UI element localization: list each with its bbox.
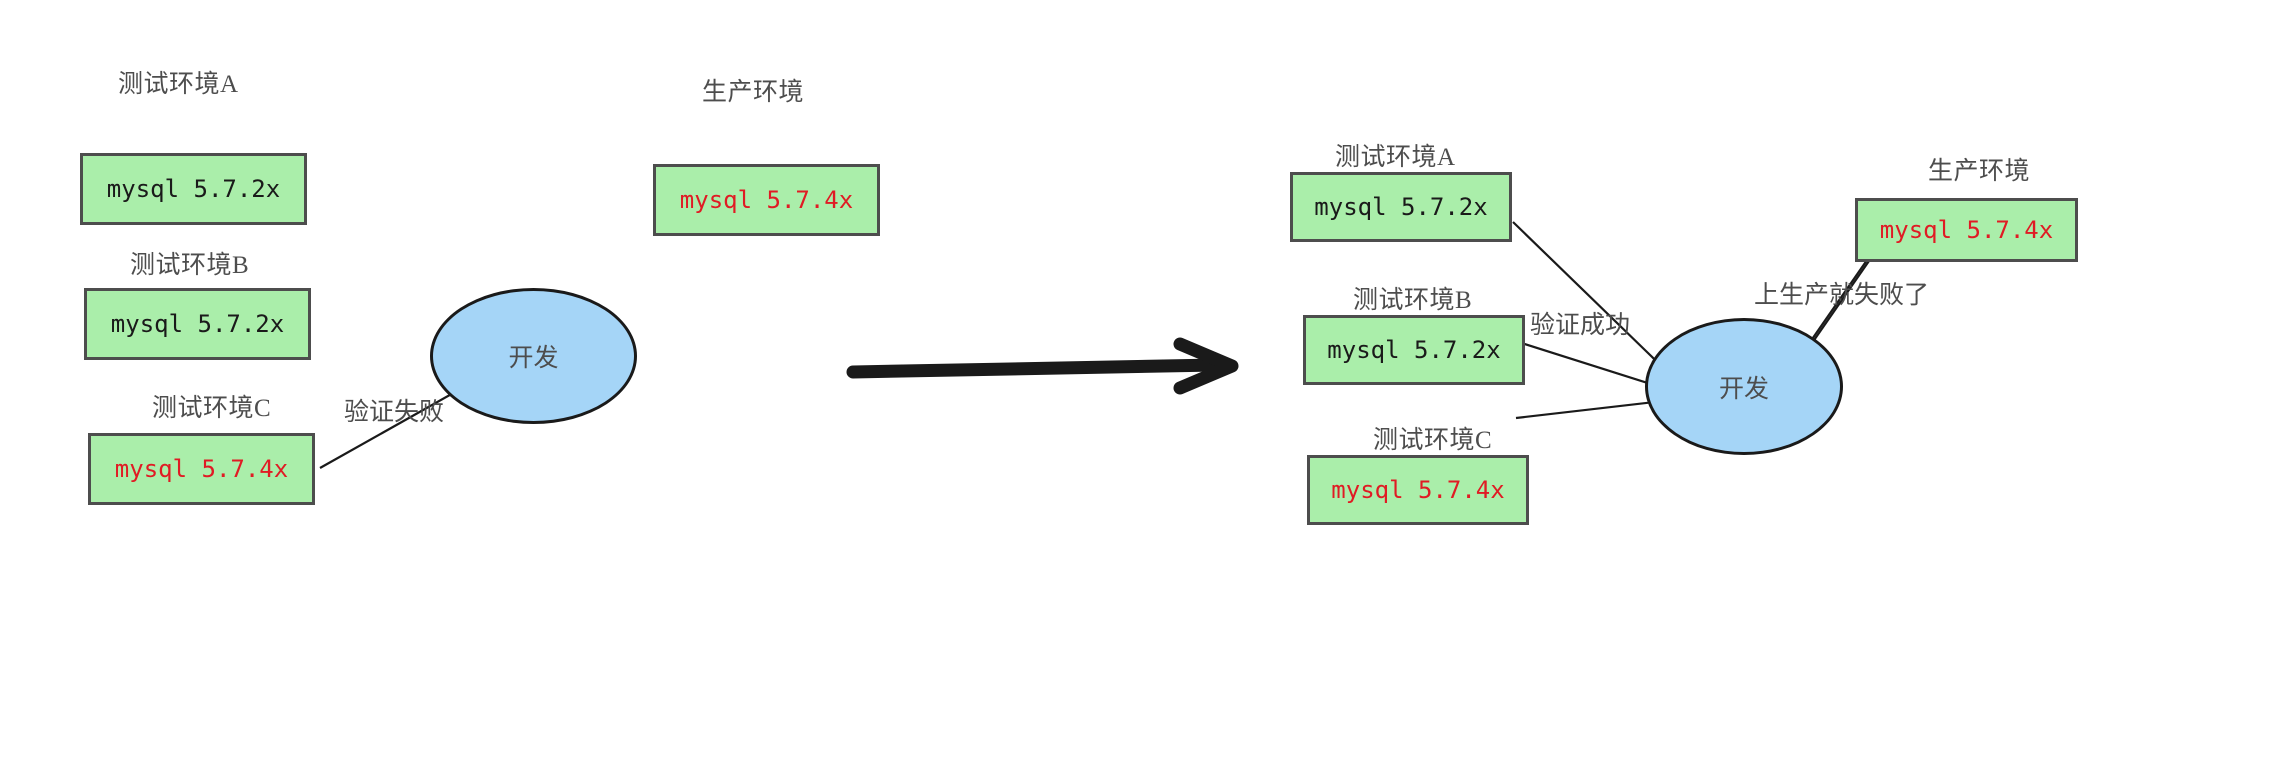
left-env-b-db-box[interactable]: mysql 5.7.2x (84, 288, 311, 360)
right-prod-version: mysql 5.7.4x (1879, 216, 2054, 244)
right-edge-label-prod-fail: 上生产就失败了 (1754, 282, 1930, 309)
left-env-a-label: 测试环境A (118, 71, 239, 98)
left-edge-label-verify-fail: 验证失败 (344, 399, 445, 426)
left-env-a-db-box[interactable]: mysql 5.7.2x (80, 153, 307, 225)
right-env-a-version: mysql 5.7.2x (1314, 193, 1488, 221)
right-edge-label-verify-success: 验证成功 (1530, 312, 1631, 339)
left-dev-node[interactable]: 开发 (430, 288, 637, 424)
left-env-c-version: mysql 5.7.4x (114, 455, 289, 483)
right-env-c-version: mysql 5.7.4x (1331, 476, 1505, 504)
right-env-c-label: 测试环境C (1373, 427, 1493, 454)
right-prod-label: 生产环境 (1928, 158, 2031, 185)
big-right-arrow (846, 337, 1239, 395)
left-prod-version: mysql 5.7.4x (679, 186, 854, 214)
left-prod-db-box[interactable]: mysql 5.7.4x (653, 164, 880, 236)
right-env-b-label: 测试环境B (1353, 287, 1473, 314)
right-env-a-label: 测试环境A (1335, 144, 1456, 171)
right-dev-node-label: 开发 (1718, 375, 1769, 403)
right-dev-node[interactable]: 开发 (1645, 318, 1843, 455)
left-env-c-label: 测试环境C (152, 395, 272, 422)
right-prod-db-box[interactable]: mysql 5.7.4x (1855, 198, 2078, 262)
left-env-c-db-box[interactable]: mysql 5.7.4x (88, 433, 315, 505)
right-env-b-db-box[interactable]: mysql 5.7.2x (1303, 315, 1525, 385)
left-env-b-label: 测试环境B (130, 252, 250, 279)
left-prod-label: 生产环境 (702, 79, 805, 106)
right-env-a-db-box[interactable]: mysql 5.7.2x (1290, 172, 1512, 242)
left-env-a-version: mysql 5.7.2x (106, 175, 281, 203)
right-env-c-db-box[interactable]: mysql 5.7.4x (1307, 455, 1529, 525)
left-dev-node-label: 开发 (508, 345, 559, 372)
left-env-b-version: mysql 5.7.2x (110, 310, 285, 338)
right-env-b-version: mysql 5.7.2x (1327, 336, 1501, 364)
